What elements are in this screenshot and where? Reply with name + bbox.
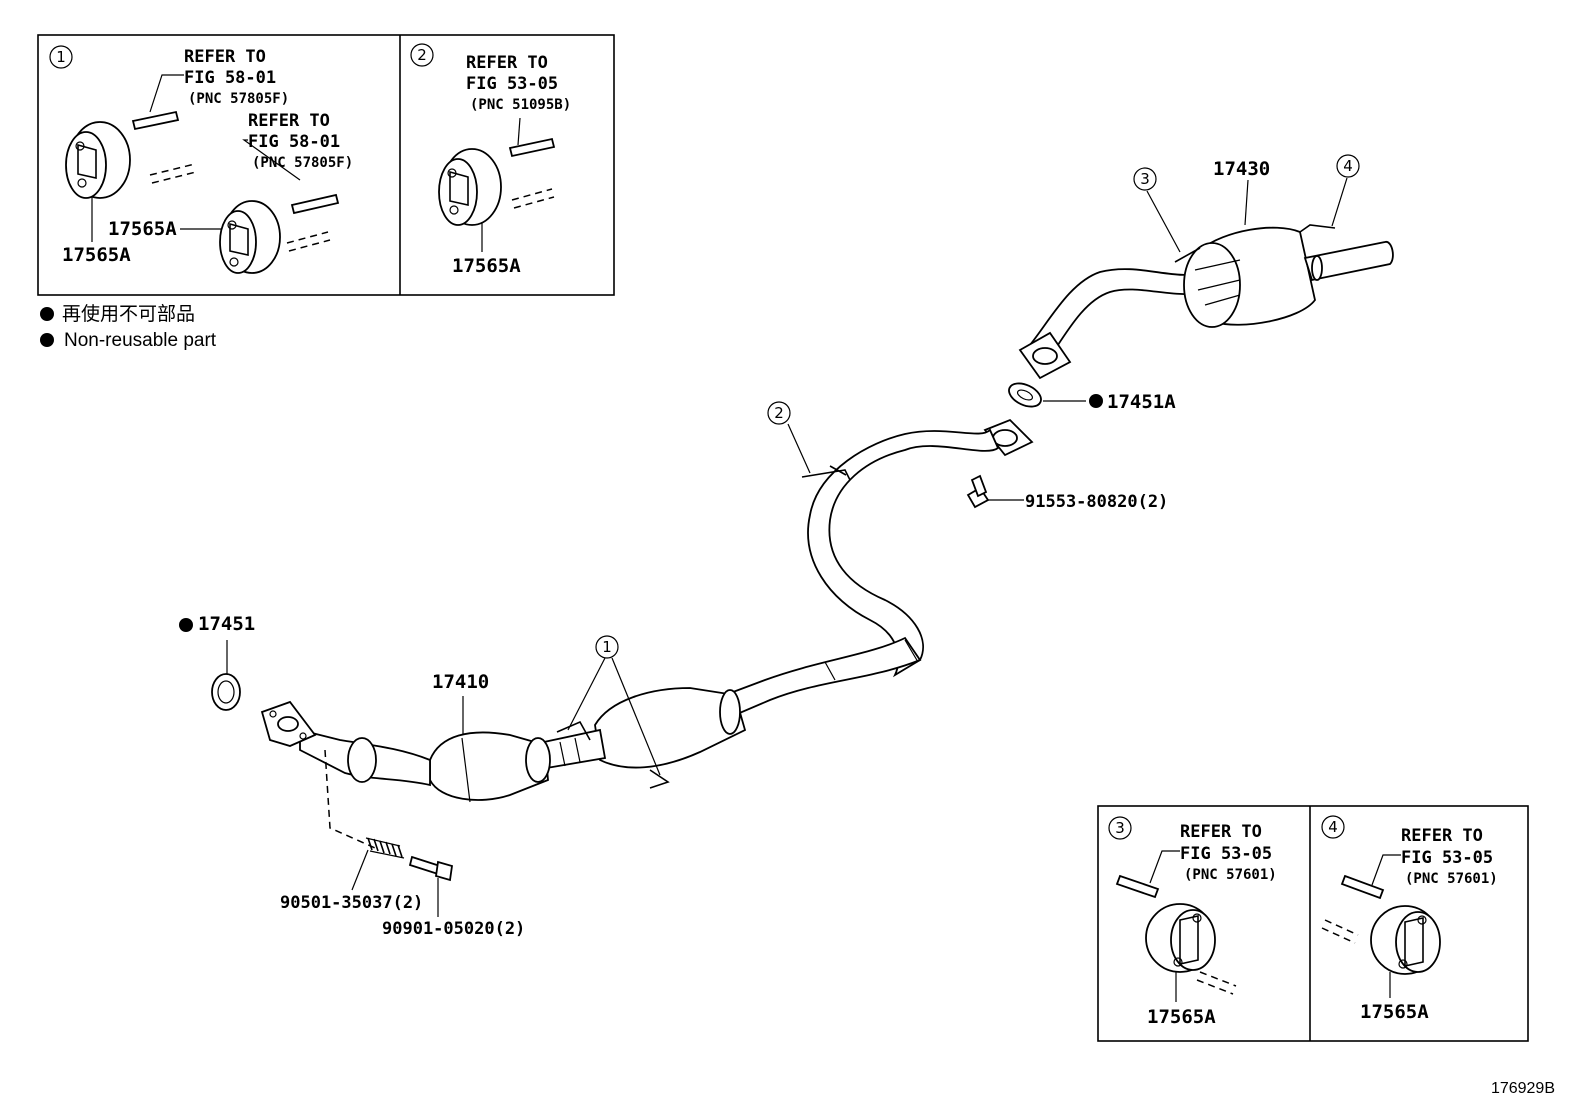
- rubber-hanger-icon: [1370, 905, 1441, 975]
- hanger-pin-icon: [508, 137, 556, 209]
- rubber-hanger-icon: [438, 148, 502, 226]
- callout-1-circle: [595, 635, 619, 659]
- inset-2-ref-pnc: (PNC 51095B): [470, 97, 571, 113]
- part-label-17565a: 17565A: [108, 218, 177, 240]
- inset-1: 1 REFER TO FIG 58-01 (PNC 57805F) REFER …: [49, 45, 353, 274]
- inset-1-number: 1: [56, 48, 66, 66]
- inset-4-ref-line2: FIG 53-05: [1401, 848, 1493, 868]
- non-reusable-dot-icon: [40, 307, 54, 321]
- gasket-ring-icon: [1008, 382, 1042, 408]
- part-label-17565a: 17565A: [62, 244, 131, 266]
- inset-1-ref-b-line1: REFER TO: [248, 111, 330, 131]
- hanger-pin-icon: [1115, 874, 1237, 995]
- legend: 再使用不可部品 Non-reusable part: [40, 303, 217, 351]
- inset-2-ref-line2: FIG 53-05: [466, 74, 558, 94]
- callout-4: 4: [1343, 157, 1353, 175]
- rubber-hanger-icon: [219, 200, 281, 274]
- inset-1-ref-a-line1: REFER TO: [184, 47, 266, 67]
- non-reusable-dot-icon: [179, 618, 193, 632]
- front-pipe: [260, 657, 747, 803]
- bolt-icon: [966, 474, 990, 509]
- part-label-17430: 17430: [1213, 158, 1270, 180]
- inset-3-ref-pnc: (PNC 57601): [1184, 867, 1277, 883]
- callout-1: 1: [602, 638, 612, 656]
- legend-jp: 再使用不可部品: [62, 303, 195, 325]
- inset-2-ref-line1: REFER TO: [466, 53, 548, 73]
- bolt-icon: [408, 855, 454, 882]
- part-label-17565a: 17565A: [452, 255, 521, 277]
- inset-4-ref-pnc: (PNC 57601): [1405, 871, 1498, 887]
- muffler-assembly: [1018, 177, 1394, 380]
- inset-3-ref-line2: FIG 53-05: [1180, 844, 1272, 864]
- hanger-pin-icon: [131, 110, 340, 252]
- inset-4-ref-line1: REFER TO: [1401, 826, 1483, 846]
- rubber-hanger-icon: [1145, 903, 1216, 973]
- illustration-number: 176929B: [1491, 1080, 1555, 1097]
- inset-panel-top: [37, 34, 615, 296]
- spring-icon: [365, 837, 405, 859]
- inset-2: 2 REFER TO FIG 53-05 (PNC 51095B) 17565A: [410, 43, 571, 277]
- callout-2: 2: [774, 404, 784, 422]
- inset-3-number: 3: [1115, 819, 1125, 837]
- inset-4-number: 4: [1328, 818, 1338, 836]
- non-reusable-dot-icon: [40, 333, 54, 347]
- inset-1-ref-a-line2: FIG 58-01: [184, 68, 276, 88]
- inset-3-ref-line1: REFER TO: [1180, 822, 1262, 842]
- gasket-ring-icon: [211, 673, 241, 711]
- inset-4: 4 REFER TO FIG 53-05 (PNC 57601) 17565A: [1321, 815, 1498, 1023]
- inset-1-ref-b-pnc: (PNC 57805F): [252, 155, 353, 171]
- part-label-90901-05020: 90901-05020(2): [382, 919, 525, 939]
- part-label-90501-35037: 90501-35037(2): [280, 893, 423, 913]
- inset-panel-bottom: [1097, 805, 1529, 1042]
- rubber-hanger-icon: [65, 121, 131, 199]
- part-label-17451: 17451: [198, 613, 255, 635]
- part-label-17565a: 17565A: [1147, 1006, 1216, 1028]
- callout-2-circle: [767, 401, 791, 425]
- inset-1-ref-b-line2: FIG 58-01: [248, 132, 340, 152]
- callout-3: 3: [1140, 170, 1150, 188]
- callout-4-circle: [1336, 154, 1360, 178]
- legend-en: Non-reusable part: [64, 330, 217, 351]
- inset-2-number: 2: [417, 46, 427, 64]
- inset-1-ref-a-pnc: (PNC 57805F): [188, 91, 289, 107]
- non-reusable-dot-icon: [1089, 394, 1103, 408]
- center-pipe: [723, 418, 1034, 717]
- part-label-91553-80820: 91553-80820(2): [1025, 492, 1168, 512]
- inset-3: 3 REFER TO FIG 53-05 (PNC 57601) 17565A: [1108, 816, 1277, 1028]
- callout-3-circle: [1133, 167, 1157, 191]
- part-label-17565a: 17565A: [1360, 1001, 1429, 1023]
- hanger-pin-icon: [1321, 874, 1385, 944]
- part-label-17410: 17410: [432, 671, 489, 693]
- part-label-17451a: 17451A: [1107, 391, 1176, 413]
